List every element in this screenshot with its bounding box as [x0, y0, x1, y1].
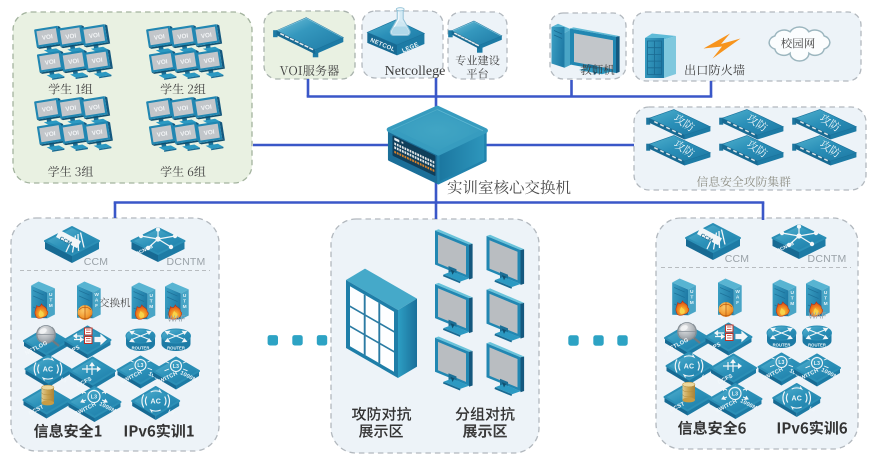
svg-text:VOI: VOI — [177, 32, 189, 41]
svg-text:VOI: VOI — [201, 104, 213, 113]
svg-text:VOI: VOI — [180, 129, 192, 138]
svg-text:L3: L3 — [91, 395, 97, 401]
svg-text:T: T — [49, 298, 52, 304]
svg-text:L3: L3 — [137, 363, 143, 369]
svg-text:VOI: VOI — [156, 130, 168, 139]
svg-text:WAF: WAF — [167, 315, 185, 324]
svg-text:T: T — [150, 299, 153, 305]
svg-text:VOI: VOI — [89, 104, 101, 113]
svg-text:WAF: WAF — [808, 312, 826, 321]
svg-text:CCM: CCM — [58, 236, 73, 248]
svg-text:F: F — [736, 300, 739, 306]
svg-text:L3: L3 — [808, 406, 816, 414]
svg-text:ROUTER: ROUTER — [808, 343, 826, 348]
svg-text:IPS: IPS — [711, 342, 722, 352]
svg-text:U: U — [690, 289, 694, 295]
svg-text:T: T — [824, 296, 827, 302]
svg-text:100: 100 — [147, 371, 159, 381]
svg-text:ROUTER: ROUTER — [132, 346, 150, 351]
svg-text:AC: AC — [43, 367, 54, 374]
svg-text:VOI: VOI — [44, 58, 56, 67]
svg-text:U: U — [824, 290, 828, 296]
svg-text:IPS: IPS — [70, 345, 81, 355]
svg-text:DCNTM: DCNTM — [167, 256, 206, 268]
svg-text:AC: AC — [684, 364, 695, 371]
svg-text:CCM: CCM — [725, 253, 750, 265]
svg-text:ROUTER: ROUTER — [773, 343, 791, 348]
svg-text:W: W — [94, 292, 99, 298]
svg-text:M: M — [49, 303, 53, 309]
svg-text:VOI: VOI — [203, 57, 215, 66]
svg-text:Netcollege: Netcollege — [385, 64, 446, 79]
svg-text:L3: L3 — [814, 361, 820, 367]
svg-text:T: T — [791, 296, 794, 302]
svg-text:M: M — [690, 300, 694, 306]
svg-text:VOI: VOI — [177, 104, 189, 113]
svg-text:VOI: VOI — [154, 105, 166, 114]
svg-text:ROUTER: ROUTER — [167, 346, 185, 351]
svg-text:L3: L3 — [173, 364, 179, 370]
svg-text:VOI: VOI — [65, 104, 77, 113]
svg-text:VOI: VOI — [68, 129, 80, 138]
svg-text:VOI: VOI — [91, 129, 103, 138]
svg-text:A: A — [736, 295, 740, 301]
svg-text:L3: L3 — [732, 392, 738, 398]
svg-text:F: F — [95, 303, 98, 309]
svg-text:T: T — [690, 295, 693, 301]
svg-text:M: M — [149, 304, 153, 310]
svg-text:U: U — [790, 290, 794, 296]
svg-text:U: U — [149, 293, 153, 299]
svg-text:M: M — [824, 301, 828, 307]
svg-text:AC: AC — [150, 399, 161, 406]
svg-text:VOI: VOI — [180, 57, 192, 66]
svg-text:L3: L3 — [59, 377, 67, 385]
svg-text:L3: L3 — [778, 360, 784, 366]
svg-text:M: M — [183, 304, 187, 310]
svg-text:VOI: VOI — [156, 58, 168, 67]
svg-text:VOI: VOI — [44, 130, 56, 139]
svg-text:VOI: VOI — [42, 33, 54, 42]
svg-text:M: M — [790, 301, 794, 307]
svg-text:VOI: VOI — [42, 105, 54, 114]
svg-text:100: 100 — [788, 368, 800, 378]
svg-text:U: U — [49, 292, 53, 298]
svg-text:AC: AC — [791, 396, 802, 403]
svg-text:A: A — [95, 298, 99, 304]
svg-text:VOI: VOI — [203, 129, 215, 138]
svg-text:DCNTM: DCNTM — [808, 253, 847, 265]
svg-text:L3: L3 — [700, 374, 708, 382]
svg-text:VOI: VOI — [201, 32, 213, 41]
svg-text:CCM: CCM — [84, 256, 109, 268]
svg-text:U: U — [183, 293, 187, 299]
svg-text:T: T — [183, 299, 186, 305]
svg-text:CCM: CCM — [699, 233, 714, 245]
svg-text:L3: L3 — [167, 409, 175, 417]
svg-text:VOI: VOI — [91, 57, 103, 66]
svg-text:VOI: VOI — [154, 33, 166, 42]
svg-text:VOI: VOI — [68, 57, 80, 66]
svg-text:VOI: VOI — [65, 32, 77, 41]
svg-text:VOI: VOI — [89, 32, 101, 41]
svg-text:W: W — [735, 289, 740, 295]
